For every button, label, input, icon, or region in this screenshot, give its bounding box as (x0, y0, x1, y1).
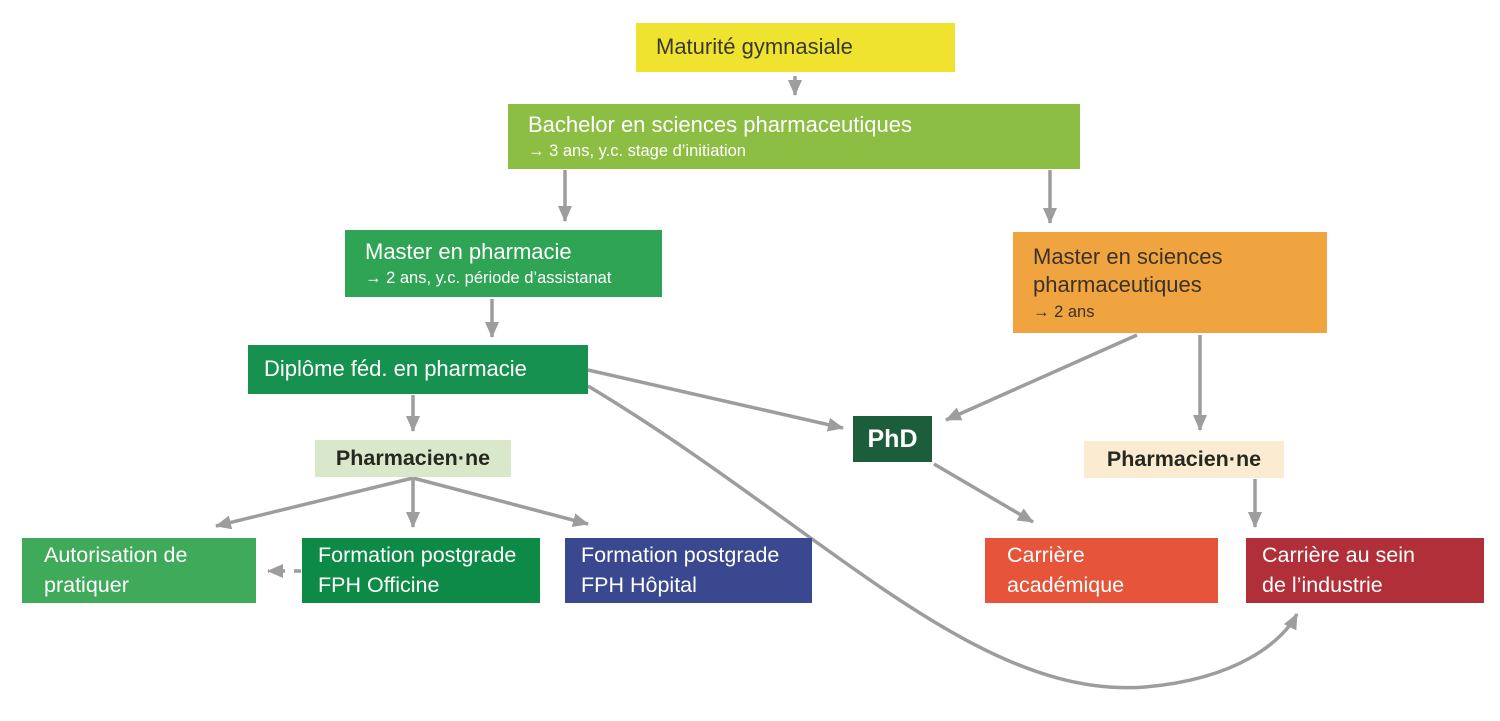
master-sciences-label: Master en sciences pharmaceutiques (1033, 243, 1223, 298)
node-autorisation-de-pratiquer: Autorisation de pratiquer (22, 538, 256, 603)
edge-diplome-carriere-industrie-curve (587, 384, 1299, 690)
bachelor-duration: → 3 ans, y.c. stage d’initiation (528, 142, 746, 161)
node-diplome-federal-pharmacie: Diplôme féd. en pharmacie (248, 345, 588, 394)
node-formation-postgrade-fph-hopital: Formation postgrade FPH Hôpital (565, 538, 812, 603)
pharmacien-right-label: Pharmacien·ne (1106, 446, 1262, 471)
autorisation-label: Autorisation de pratiquer (44, 542, 188, 597)
node-phd: PhD (853, 416, 932, 462)
node-master-pharmacie: Master en pharmacie → 2 ans, y.c. périod… (345, 230, 662, 297)
maturite-label: Maturité gymnasiale (656, 34, 853, 60)
pharmacien-left-label: Pharmacien·ne (335, 445, 491, 470)
bachelor-label: Bachelor en sciences pharmaceutiques (528, 111, 913, 137)
edge-pharmacien-left-fph-hopital (412, 476, 589, 527)
phd-label: PhD (867, 424, 918, 453)
carriere-industrie-label: Carrière au sein de l’industrie (1262, 542, 1415, 597)
master-sciences-duration: → 2 ans (1033, 302, 1095, 321)
node-maturite-gymnasiale: Maturité gymnasiale (636, 23, 955, 72)
node-carriere-industrie: Carrière au sein de l’industrie (1246, 538, 1484, 603)
diplome-label: Diplôme féd. en pharmacie (264, 356, 527, 382)
edge-diplome-phd (587, 368, 844, 432)
edge-phd-carriere-academique (933, 462, 1034, 524)
node-pharmacien-industrie: Pharmacien·ne (1084, 441, 1284, 478)
node-master-sciences-pharmaceutiques: Master en sciences pharmaceutiques → 2 a… (1013, 232, 1327, 333)
node-formation-postgrade-fph-officine: Formation postgrade FPH Officine (302, 538, 540, 603)
edge-pharmacien-left-autorisation (215, 476, 414, 530)
node-bachelor-sciences-pharmaceutiques: Bachelor en sciences pharmaceutiques → 3… (508, 104, 1080, 169)
carriere-academique-label: Carrière académique (1007, 542, 1125, 597)
master-pharmacie-duration: → 2 ans, y.c. période d’assistanat (365, 269, 612, 288)
fph-officine-label: Formation postgrade FPH Officine (318, 542, 517, 597)
fph-hopital-label: Formation postgrade FPH Hôpital (581, 542, 780, 597)
edge-master-sciences-phd (945, 333, 1138, 422)
node-pharmacien-officine: Pharmacien·ne (315, 440, 511, 477)
node-carriere-academique: Carrière académique (985, 538, 1218, 603)
master-pharmacie-label: Master en pharmacie (365, 238, 572, 264)
